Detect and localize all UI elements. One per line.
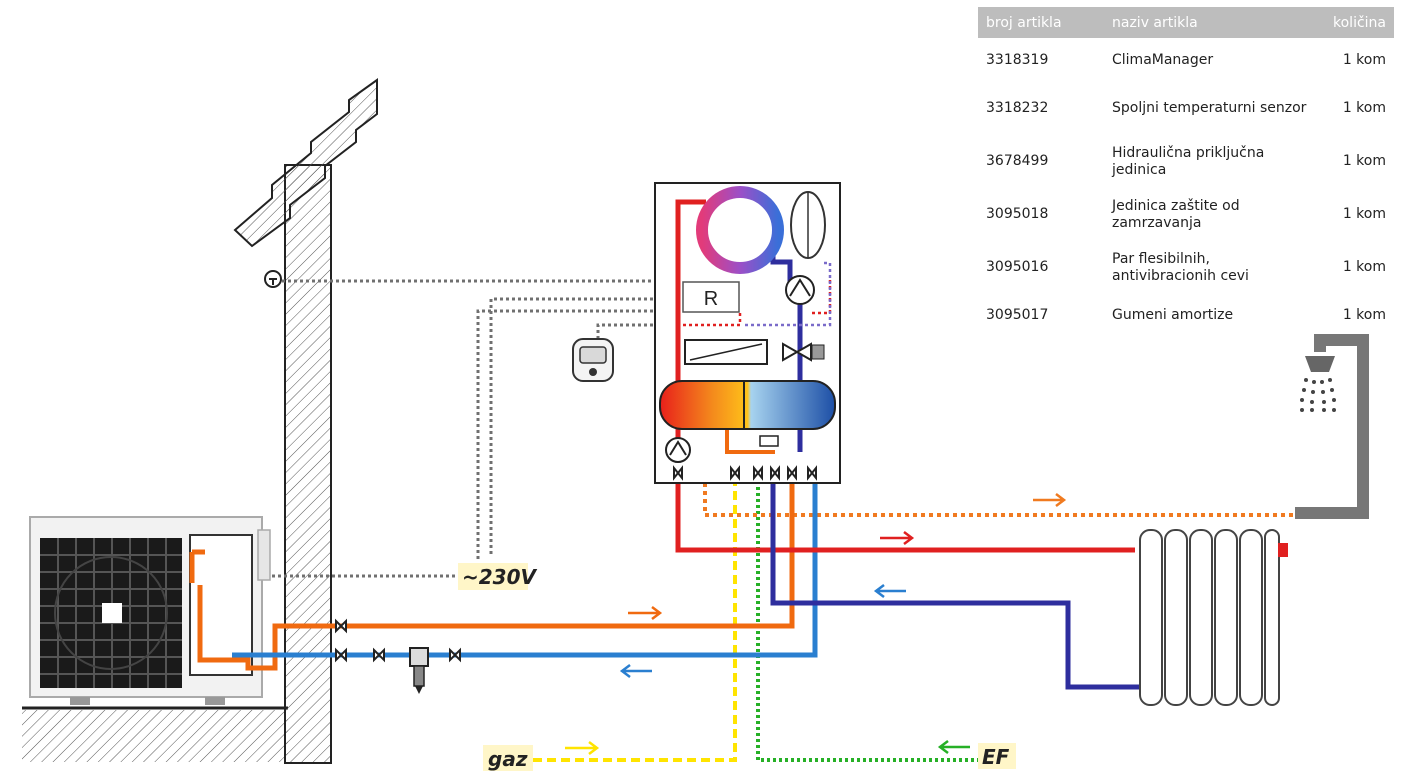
radiator [1139,529,1288,706]
item-code: 3318232 [986,100,1049,116]
cold-water-label: EF [978,743,1016,769]
flow-arrows [565,493,1067,755]
table-row: 3095016 Par flesibilnih, antivibracionih… [978,241,1394,294]
heating-flow-pipe [675,452,1135,553]
item-name: Spoljni temperaturni senzor [1112,100,1307,116]
water-filter [409,647,429,694]
outdoor-heat-pump-unit [29,516,271,705]
item-quantity: 1 kom [1342,100,1386,116]
table-header-row: broj artikla naziv artikla količina [978,7,1394,38]
heat-pump-flow-pipe [189,449,795,671]
item-quantity: 1 kom [1342,51,1386,68]
roof [233,78,378,248]
header-item-code: broj artikla [978,7,1104,38]
pipe-valves [335,618,461,663]
regulator-label: R [704,288,718,310]
ground-slab [22,706,288,762]
item-code: 3095017 [986,307,1049,323]
parts-list-table: broj artikla naziv artikla količina 3318… [978,7,1394,337]
item-quantity: 1 kom [1342,206,1386,222]
gas-label: gaz [483,745,533,771]
voltage-label: ~230V [458,563,538,590]
gas-line [533,475,737,762]
item-quantity: 1 kom [1342,259,1386,275]
svg-text:gaz: gaz [488,747,528,771]
svg-text:EF: EF [982,745,1010,769]
table-row: 3318319 ClimaManager 1 kom [978,38,1394,82]
item-code: 3095018 [986,206,1049,222]
item-name: Gumeni amortize [1112,307,1234,323]
table-row: 3095018 Jedinica zaštite od zamrzavanja … [978,188,1394,241]
table-row: 3318232 Spoljni temperaturni senzor 1 ko… [978,82,1394,135]
outdoor-temperature-sensor [264,270,282,288]
shower-icon [1295,334,1369,519]
item-code: 3095016 [986,259,1049,275]
item-quantity: 1 kom [1342,307,1386,323]
item-code: 3318319 [986,51,1049,68]
item-code: 3678499 [986,153,1049,169]
item-name: Hidraulična priključna jedinica [1112,144,1265,178]
control-wiring [260,279,683,578]
item-quantity: 1 kom [1342,153,1386,169]
item-name: Jedinica zaštite od zamrzavanja [1112,197,1240,231]
house-wall [284,164,332,764]
header-quantity: količina [1325,7,1394,38]
table-row: 3095017 Gumeni amortize 1 kom [978,294,1394,337]
room-controller-icon [572,338,614,382]
item-name: ClimaManager [1112,51,1214,68]
indoor-hydraulic-unit: R [654,182,841,484]
header-item-name: naziv artikla [1104,7,1325,38]
svg-text:~230V: ~230V [462,565,538,589]
cold-water-line [756,418,980,762]
item-name: Par flesibilnih, antivibracionih cevi [1112,250,1249,284]
heating-return-pipe [770,452,1140,690]
table-row: 3678499 Hidraulična priključna jedinica … [978,135,1394,188]
